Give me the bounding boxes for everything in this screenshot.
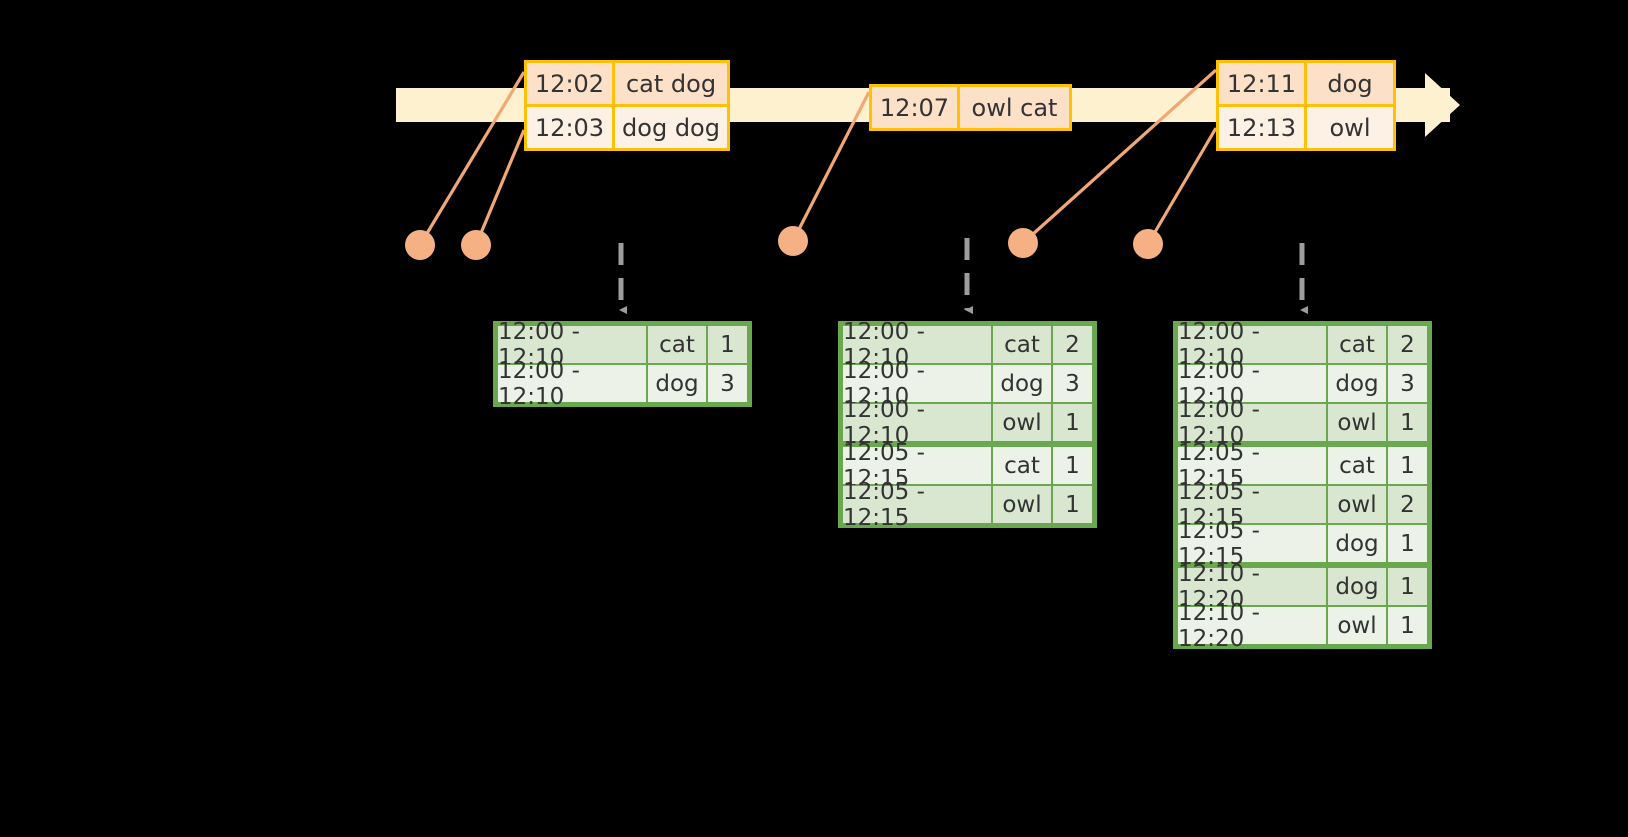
count-cell: 1 <box>1387 606 1428 645</box>
event-time: 12:11 <box>1219 63 1307 104</box>
event-box-2[interactable]: 12:07 owl cat <box>869 84 1072 131</box>
count-cell: 1 <box>1052 446 1093 485</box>
count-cell: 1 <box>1387 567 1428 606</box>
event-time: 12:03 <box>527 107 615 148</box>
word-cell: cat <box>992 446 1052 485</box>
word-cell: owl <box>1327 485 1387 524</box>
window-cell: 12:05 - 12:15 <box>1177 518 1327 570</box>
count-cell: 1 <box>1052 403 1093 442</box>
count-cell: 1 <box>1387 524 1428 563</box>
event-row[interactable]: 12:13 owl <box>1219 104 1393 148</box>
window-cell: 12:10 - 12:20 <box>1177 600 1327 652</box>
connector-dot-5 <box>1133 229 1163 259</box>
count-cell: 1 <box>1387 446 1428 485</box>
count-cell: 2 <box>1052 325 1093 364</box>
count-cell: 1 <box>707 325 748 364</box>
word-cell: cat <box>647 325 707 364</box>
window-cell: 12:00 - 12:10 <box>842 319 992 371</box>
connector-dot-3 <box>778 226 808 256</box>
window-cell: 12:00 - 12:10 <box>497 358 647 410</box>
event-box-3[interactable]: 12:11 dog 12:13 owl <box>1216 60 1396 151</box>
connector-dot-1 <box>405 230 435 260</box>
count-cell: 2 <box>1387 485 1428 524</box>
word-cell: owl <box>992 485 1052 524</box>
event-words: dog dog <box>615 107 727 148</box>
event-words: cat dog <box>615 63 727 104</box>
event-words: owl cat <box>960 87 1069 128</box>
word-cell: cat <box>1327 325 1387 364</box>
word-cell: owl <box>1327 403 1387 442</box>
event-time: 12:02 <box>527 63 615 104</box>
count-cell: 3 <box>1052 364 1093 403</box>
word-cell: dog <box>1327 524 1387 563</box>
window-cell: 12:00 - 12:10 <box>1177 397 1327 449</box>
connector-dot-2 <box>461 230 491 260</box>
word-cell: dog <box>1327 364 1387 403</box>
event-words: owl <box>1307 107 1393 148</box>
word-cell: owl <box>1327 606 1387 645</box>
window-cell: 12:00 - 12:10 <box>842 397 992 449</box>
count-cell: 3 <box>1387 364 1428 403</box>
count-cell: 1 <box>1387 403 1428 442</box>
word-cell: dog <box>992 364 1052 403</box>
count-cell: 3 <box>707 364 748 403</box>
connector-dot-4 <box>1008 228 1038 258</box>
word-cell: dog <box>1327 567 1387 606</box>
connector-dots <box>405 226 1163 260</box>
window-cell: 12:00 - 12:10 <box>842 358 992 410</box>
event-row[interactable]: 12:07 owl cat <box>872 87 1069 128</box>
word-cell: cat <box>992 325 1052 364</box>
event-time: 12:07 <box>872 87 960 128</box>
event-row[interactable]: 12:11 dog <box>1219 63 1393 104</box>
word-cell: dog <box>647 364 707 403</box>
event-row[interactable]: 12:02 cat dog <box>527 63 727 104</box>
event-row[interactable]: 12:03 dog dog <box>527 104 727 148</box>
flow-arrows <box>618 238 1308 314</box>
window-cell: 12:05 - 12:15 <box>842 479 992 531</box>
arrow-right-icon <box>1390 73 1460 137</box>
count-cell: 2 <box>1387 325 1428 364</box>
event-time: 12:13 <box>1219 107 1307 148</box>
word-cell: cat <box>1327 446 1387 485</box>
word-cell: owl <box>992 403 1052 442</box>
event-box-1[interactable]: 12:02 cat dog 12:03 dog dog <box>524 60 730 151</box>
event-words: dog <box>1307 63 1393 104</box>
count-cell: 1 <box>1052 485 1093 524</box>
